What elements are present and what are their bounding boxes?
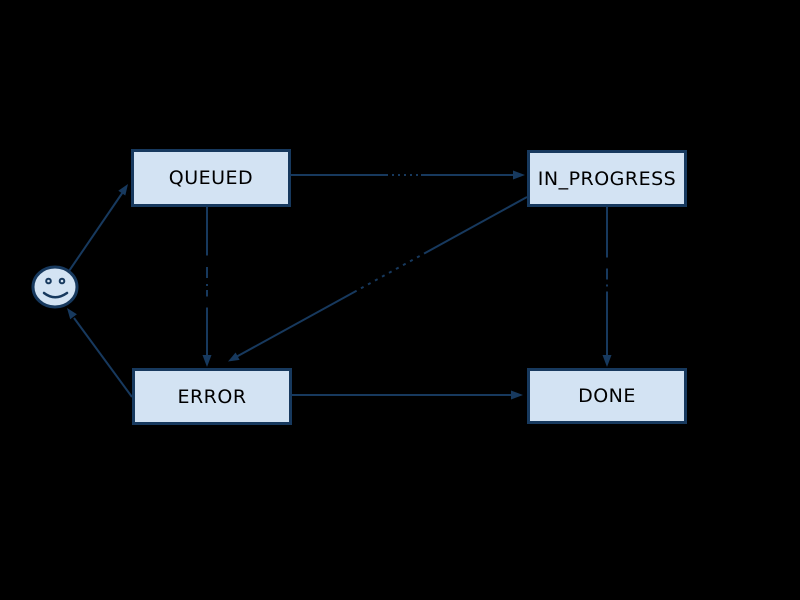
state-node-done: DONE xyxy=(527,368,687,424)
edge-error-to-start xyxy=(73,317,133,398)
start-state-node xyxy=(31,265,79,309)
state-node-queued: QUEUED xyxy=(131,149,291,207)
smiley-face-icon xyxy=(31,265,79,309)
smiley-mouth-icon xyxy=(42,291,69,299)
state-node-in-progress-label: IN_PROGRESS xyxy=(537,167,677,190)
edge-start-to-queued xyxy=(68,188,126,272)
smiley-right-eye-icon xyxy=(58,277,66,285)
smiley-left-eye-icon xyxy=(45,277,52,285)
state-node-queued-label: QUEUED xyxy=(168,167,254,189)
arrowhead-error-to-start xyxy=(67,308,77,320)
obscured-label-in-progress-to-error xyxy=(353,249,427,296)
arrowhead-queued-to-error xyxy=(202,355,212,367)
arrowhead-queued-to-in-progress xyxy=(513,170,525,180)
state-node-done-label: DONE xyxy=(578,385,636,407)
arrowhead-in-progress-to-done xyxy=(602,355,612,367)
arrowhead-in-progress-to-error xyxy=(228,352,240,362)
state-node-error: ERROR xyxy=(132,368,292,425)
state-node-in-progress: IN_PROGRESS xyxy=(527,150,687,207)
arrowhead-start-to-queued xyxy=(118,184,128,196)
state-node-error-label: ERROR xyxy=(177,385,247,408)
arrowhead-error-to-done xyxy=(511,390,523,400)
